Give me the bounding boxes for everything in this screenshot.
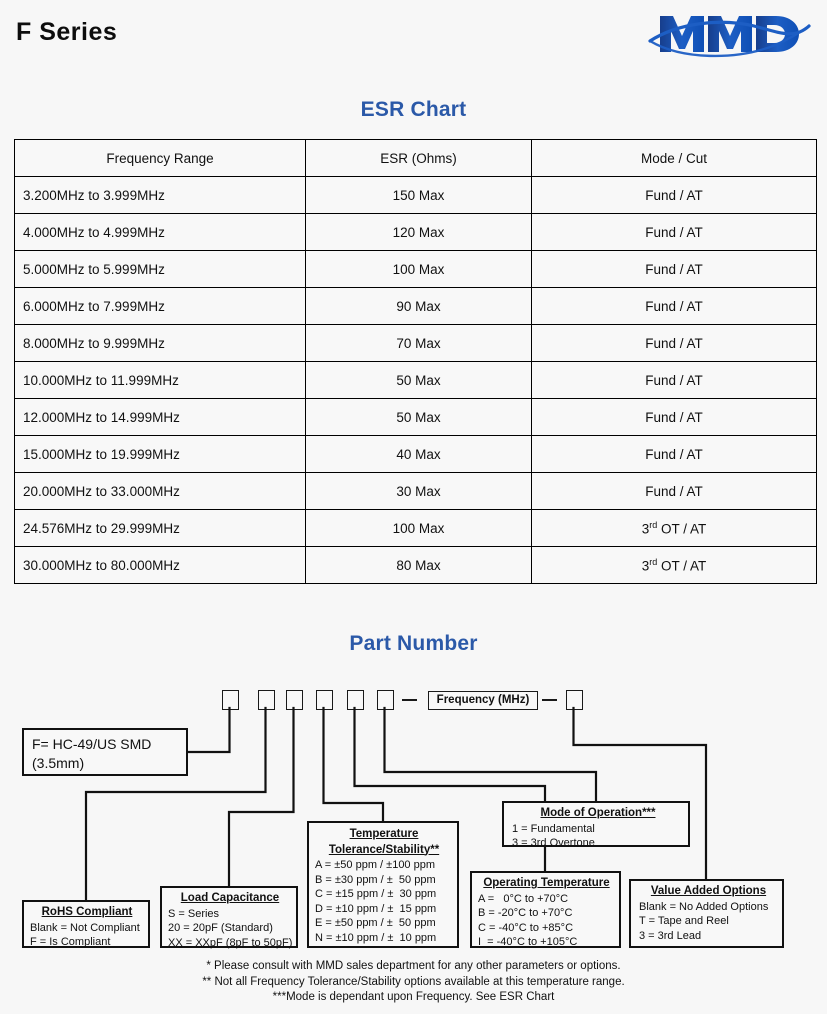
- cell-esr-ohms: 100 Max: [305, 509, 532, 547]
- package-line-1: F= HC-49/US SMD: [32, 736, 152, 752]
- column-header-mode: Mode / Cut: [531, 139, 817, 177]
- package-line-2: (3.5mm): [32, 755, 85, 771]
- operating-temperature-option: C = -40°C to +85°C: [478, 921, 574, 934]
- part-number-heading: Part Number: [349, 632, 478, 655]
- load-capacitance-option: S = Series: [168, 907, 220, 920]
- footnote: ***Mode is dependant upon Frequency. See…: [272, 991, 555, 1003]
- mmd-logo: [648, 16, 811, 58]
- cell-esr-ohms: 90 Max: [305, 287, 532, 325]
- mode-of-operation-option: 1 = Fundamental: [512, 822, 595, 835]
- cell-mode-cut: Fund / AT: [531, 287, 817, 325]
- cell-esr-ohms: 30 Max: [305, 472, 532, 510]
- load-capacitance-box: Load Capacitance S = Series 20 = 20pF (S…: [160, 886, 298, 949]
- load-capacitance-option: 20 = 20pF (Standard): [168, 922, 273, 934]
- tolerance-stability-heading-line1: Temperature: [349, 828, 419, 840]
- operating-temperature-option: I = -40°C to +105°C: [478, 936, 578, 948]
- tolerance-stability-box: Temperature Tolerance/Stability** A = ±5…: [307, 821, 459, 948]
- tolerance-stability-option: B = ±30 ppm / ± 50 ppm: [315, 873, 436, 886]
- cell-frequency-range: 30.000MHz to 80.000MHz: [14, 546, 306, 584]
- operating-temperature-box: Operating Temperature A = 0°C to +70°C B…: [470, 871, 621, 948]
- cell-mode-cut: Fund / AT: [531, 472, 817, 510]
- cell-esr-ohms: 100 Max: [305, 250, 532, 288]
- cell-esr-ohms: 50 Max: [305, 361, 532, 399]
- rohs-option: Blank = Not Compliant: [30, 921, 140, 934]
- table-header-row: Frequency Range ESR (Ohms) Mode / Cut: [14, 139, 817, 177]
- operating-temperature-option: B = -20°C to +70°C: [478, 907, 573, 919]
- cell-mode-cut: Fund / AT: [531, 176, 817, 214]
- footnote: ** Not all Frequency Tolerance/Stability…: [202, 975, 625, 988]
- rohs-compliant-box: RoHS Compliant Blank = Not Compliant F =…: [22, 900, 150, 948]
- value-added-option: Blank = No Added Options: [639, 900, 769, 913]
- pn-separator-dash-2: [542, 699, 557, 701]
- pn-separator-dash-1: [402, 699, 417, 701]
- cell-esr-ohms: 150 Max: [305, 176, 532, 214]
- cell-frequency-range: 10.000MHz to 11.999MHz: [14, 361, 306, 399]
- cell-frequency-range: 15.000MHz to 19.999MHz: [14, 435, 306, 473]
- value-added-option: T = Tape and Reel: [639, 915, 729, 927]
- cell-frequency-range: 24.576MHz to 29.999MHz: [14, 509, 306, 547]
- cell-mode-cut: Fund / AT: [531, 213, 817, 251]
- cell-esr-ohms: 50 Max: [305, 398, 532, 436]
- cell-frequency-range: 6.000MHz to 7.999MHz: [14, 287, 306, 325]
- cell-frequency-range: 5.000MHz to 5.999MHz: [14, 250, 306, 288]
- cell-mode-cut: 3rd OT / AT: [531, 509, 817, 547]
- cell-esr-ohms: 70 Max: [305, 324, 532, 362]
- value-added-options-box: Value Added Options Blank = No Added Opt…: [629, 879, 784, 948]
- cell-frequency-range: 8.000MHz to 9.999MHz: [14, 324, 306, 362]
- cell-mode-cut: Fund / AT: [531, 250, 817, 288]
- cell-esr-ohms: 120 Max: [305, 213, 532, 251]
- mode-of-operation-heading: Mode of Operation***: [540, 807, 656, 819]
- cell-esr-ohms: 40 Max: [305, 435, 532, 473]
- tolerance-stability-option: E = ±50 ppm / ± 50 ppm: [315, 917, 436, 929]
- load-capacitance-option: XX = XXpF (8pF to 50pF): [168, 936, 293, 949]
- cell-mode-cut: Fund / AT: [531, 324, 817, 362]
- tolerance-stability-option: N = ±10 ppm / ± 10 ppm: [315, 931, 437, 944]
- operating-temperature-heading: Operating Temperature: [483, 877, 610, 889]
- cell-frequency-range: 12.000MHz to 14.999MHz: [14, 398, 306, 436]
- cell-mode-cut: Fund / AT: [531, 361, 817, 399]
- footnote: * Please consult with MMD sales departme…: [206, 960, 621, 972]
- tolerance-stability-option: C = ±15 ppm / ± 30 ppm: [315, 888, 437, 900]
- cell-mode-cut: Fund / AT: [531, 435, 817, 473]
- page-title: F Series: [16, 18, 118, 46]
- esr-table: Frequency Range ESR (Ohms) Mode / Cut 3.…: [14, 139, 817, 584]
- cell-esr-ohms: 80 Max: [305, 546, 532, 584]
- operating-temperature-option: A = 0°C to +70°C: [478, 892, 569, 905]
- footnotes: * Please consult with MMD sales departme…: [0, 959, 827, 1006]
- column-header-esr: ESR (Ohms): [305, 139, 532, 177]
- tolerance-stability-option: D = ±10 ppm / ± 15 ppm: [315, 902, 437, 915]
- cell-frequency-range: 20.000MHz to 33.000MHz: [14, 472, 306, 510]
- pn-frequency-field[interactable]: Frequency (MHz): [428, 691, 538, 710]
- cell-frequency-range: 4.000MHz to 4.999MHz: [14, 213, 306, 251]
- esr-chart-heading: ESR Chart: [360, 98, 467, 121]
- tolerance-stability-heading-line2: Tolerance/Stability**: [328, 843, 440, 856]
- cell-mode-cut: 3rd OT / AT: [531, 546, 817, 584]
- cell-frequency-range: 3.200MHz to 3.999MHz: [14, 176, 306, 214]
- tolerance-stability-option: A = ±50 ppm / ±100 ppm: [315, 859, 436, 871]
- rohs-option: F = Is Compliant: [30, 936, 111, 948]
- load-capacitance-heading: Load Capacitance: [180, 892, 280, 904]
- mode-of-operation-option: 3 = 3rd Overtone: [512, 837, 595, 849]
- value-added-options-heading: Value Added Options: [650, 885, 767, 897]
- package-code-box: F= HC-49/US SMD (3.5mm): [22, 728, 188, 776]
- value-added-option: 3 = 3rd Lead: [639, 929, 702, 942]
- column-header-frequency: Frequency Range: [14, 139, 306, 177]
- cell-mode-cut: Fund / AT: [531, 398, 817, 436]
- rohs-heading: RoHS Compliant: [41, 906, 133, 918]
- mode-of-operation-box: Mode of Operation*** 1 = Fundamental 3 =…: [502, 801, 690, 849]
